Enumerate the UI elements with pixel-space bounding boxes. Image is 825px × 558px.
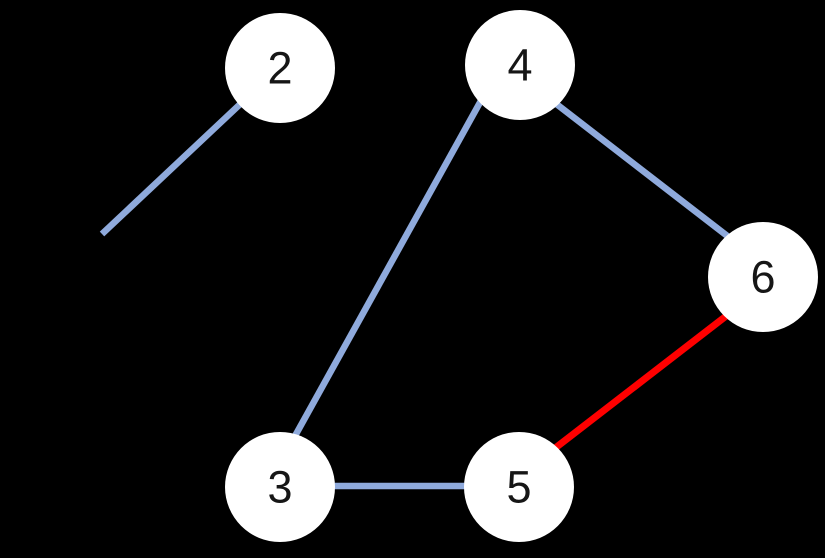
node-5: 5 (464, 432, 574, 542)
node-3: 3 (225, 432, 335, 542)
node-5-label: 5 (506, 462, 531, 513)
node-6-circle (708, 222, 818, 332)
node-4-label: 4 (507, 40, 532, 91)
edge-4-6 (544, 93, 741, 248)
node-2: 2 (225, 13, 335, 123)
edge-2-offscreen (99, 90, 255, 237)
node-4-circle (465, 10, 575, 120)
node-2-circle (225, 13, 335, 123)
node-2-label: 2 (267, 43, 292, 94)
node-6-label: 6 (750, 252, 775, 303)
node-4: 4 (465, 10, 575, 120)
node-3-circle (225, 432, 335, 542)
edge-6-5 (538, 300, 746, 462)
node-6: 6 (708, 222, 818, 332)
node-3-label: 3 (267, 462, 292, 513)
node-5-circle (464, 432, 574, 542)
edge-4-3 (287, 86, 491, 447)
